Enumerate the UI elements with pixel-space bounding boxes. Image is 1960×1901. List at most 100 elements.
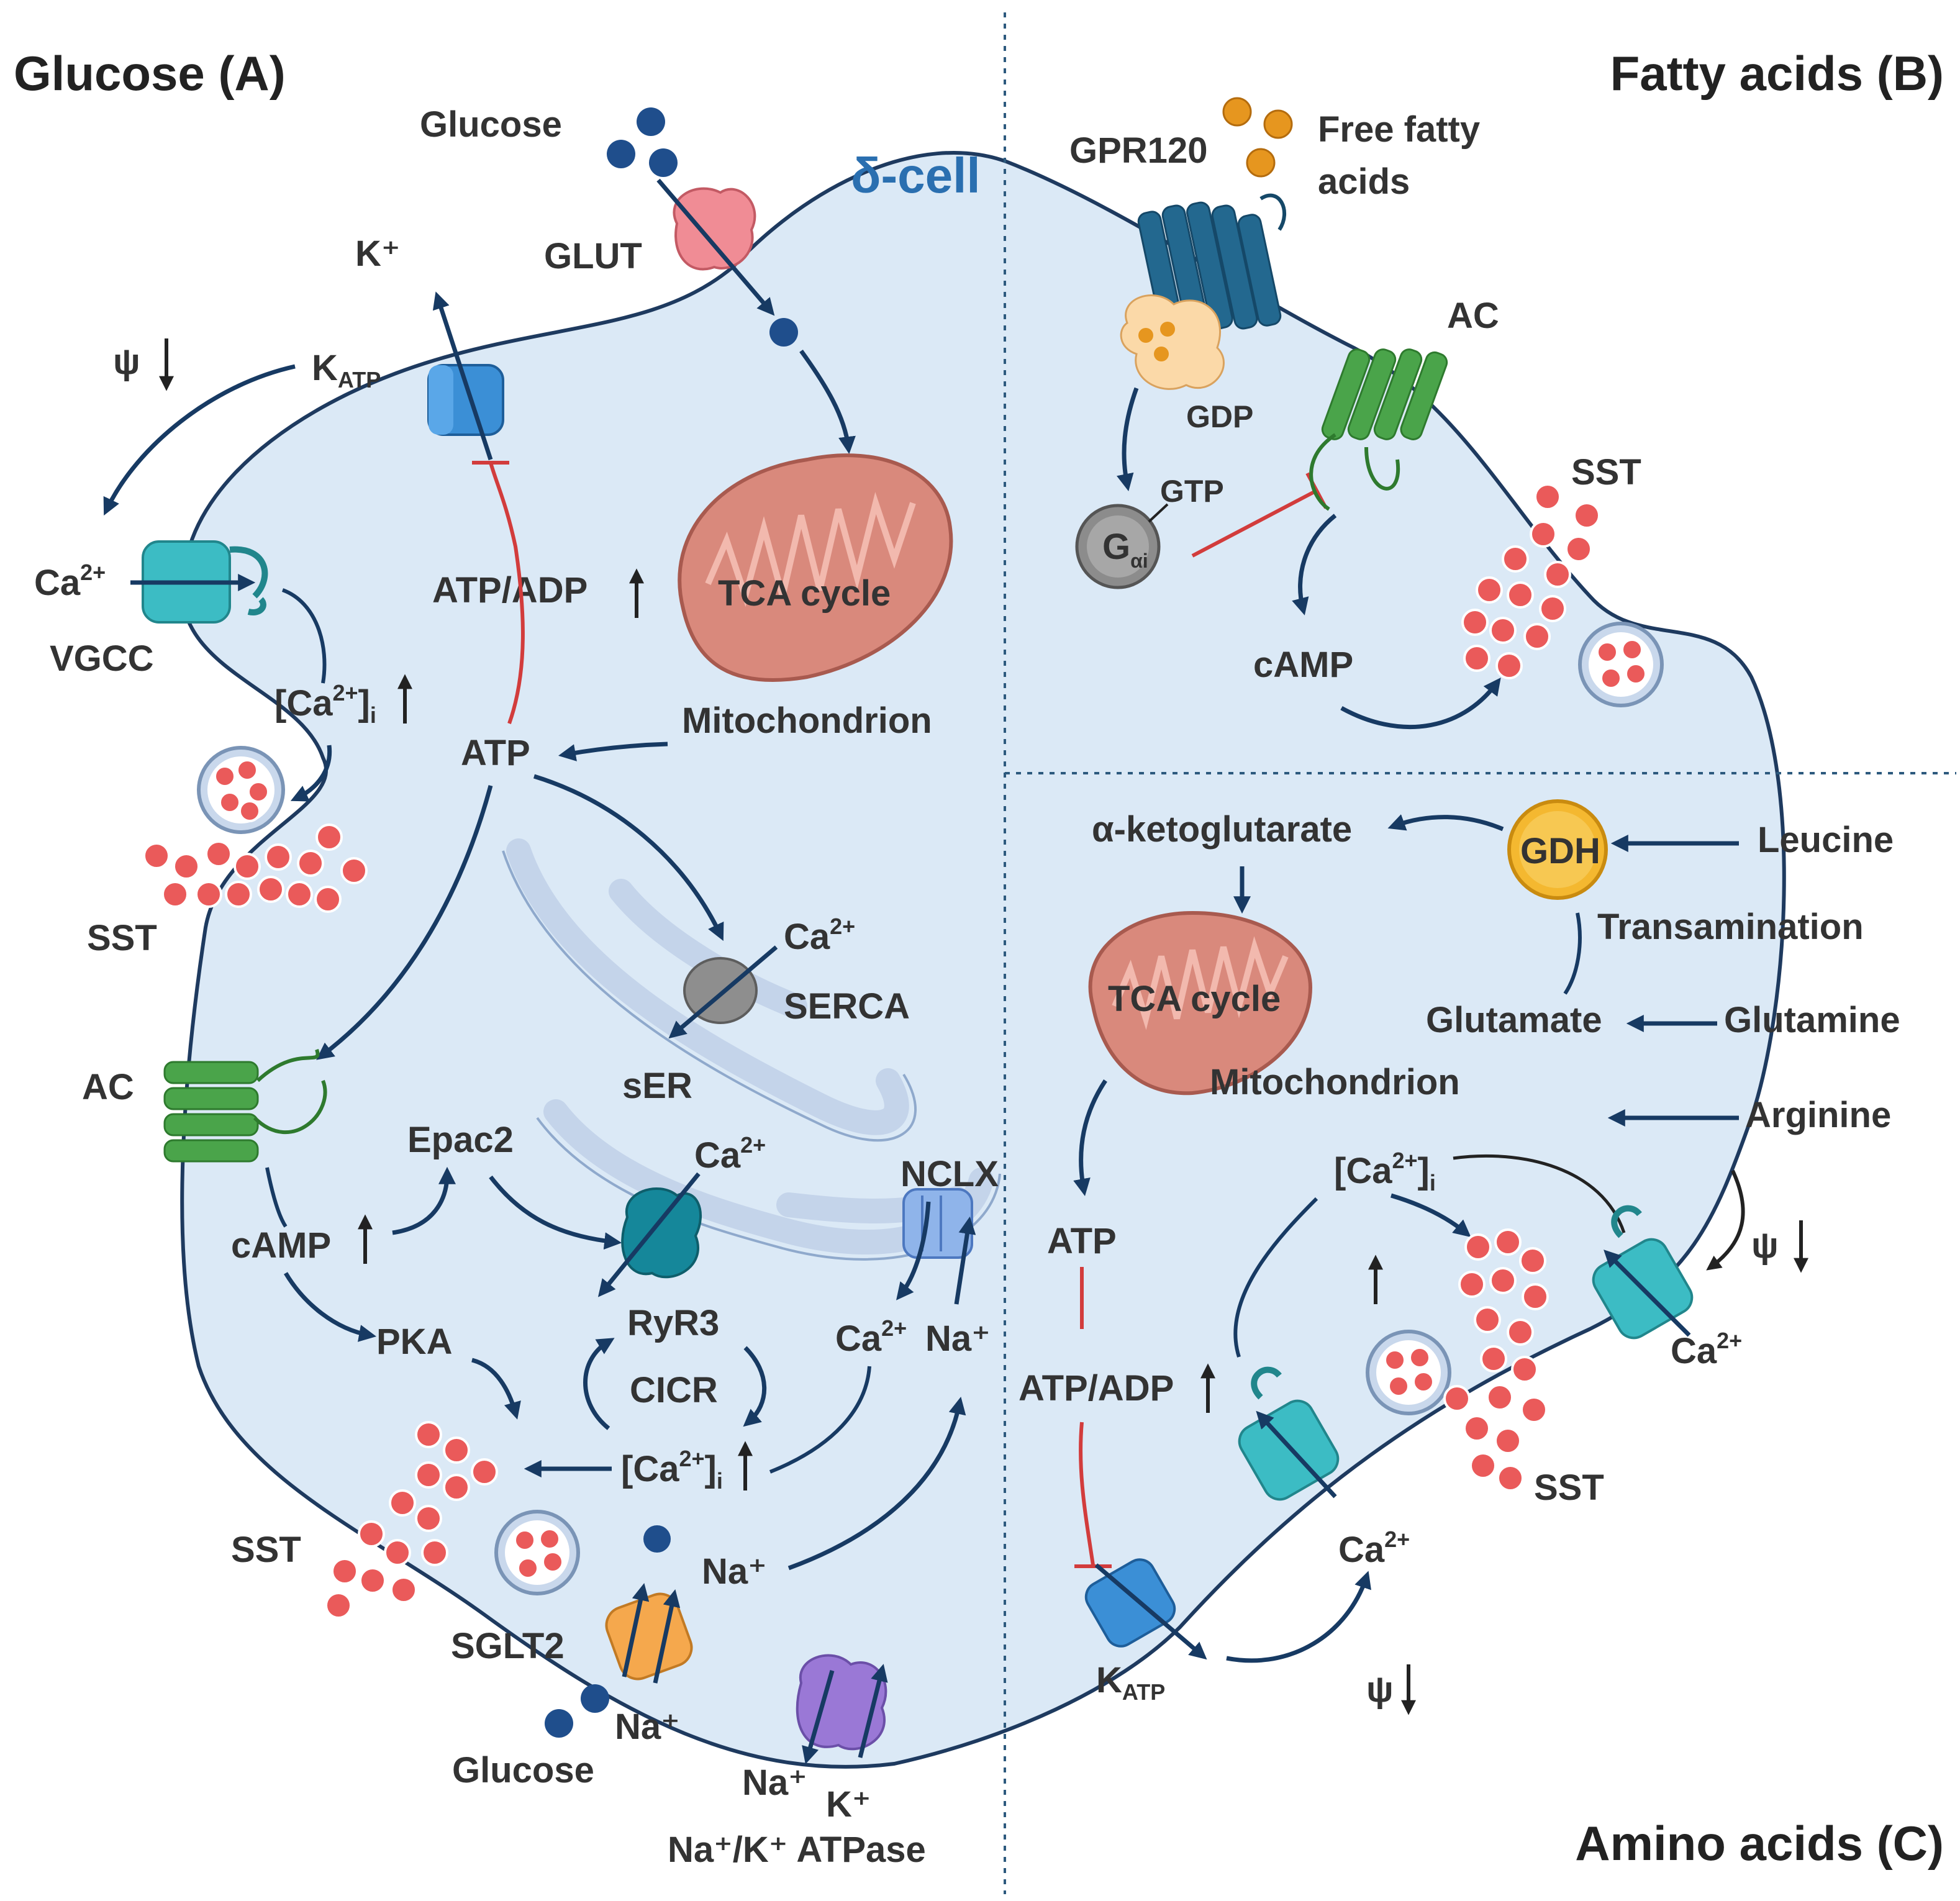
nclx-ca-out-arrow [896,1201,931,1300]
katp-to-vgcc-arrow [103,364,296,516]
ac-to-camp-arrow-a [265,1167,288,1228]
ca-label-serca: Ca2+ [784,914,855,957]
glucose-label-bottom: Glucose [452,1750,594,1790]
mito-to-atp-arrow-c [1073,1079,1107,1197]
ac-label-b: AC [1447,296,1499,336]
sst-label-a-top: SST [87,918,157,958]
katp-channel-a-icon [427,364,504,436]
psi-curve-arrow-c-right [1706,1169,1745,1271]
psi-label-c-right: ψ [1751,1225,1779,1266]
cai-label-a-top: [Ca2+]i [274,680,376,728]
gai-subunit-icon [1075,504,1161,589]
gdh-enzyme-icon [1507,799,1608,900]
ca-ion-label-a: Ca2+ [34,560,106,603]
serca-pump-icon [683,957,758,1024]
cai-to-nclx-line [769,1366,871,1474]
ryr3-ca-release-arrow [597,1172,701,1297]
epac2-label: Epac2 [407,1120,514,1160]
ac-label-a: AC [82,1067,134,1107]
epac2-to-ryr3-arrow [489,1175,622,1250]
camp-to-sst-arrow-b [1340,678,1501,730]
pka-label: PKA [376,1322,452,1362]
mito-to-atp-arrow-a [558,742,668,761]
mito-label-a: Mitochondrion [682,701,932,741]
gai-label: Gαi [1102,527,1148,572]
sst-label-c: SST [1534,1468,1604,1508]
ryr3-label: RyR3 [627,1303,719,1343]
ffa-label-line2: acids [1318,161,1410,202]
camp-label-b: cAMP [1253,645,1353,685]
atp-inhibits-katp-line-c [1079,1422,1095,1566]
serca-ca-arrow [668,945,778,1039]
sst-granules-a-bottom [325,1421,498,1619]
arginine-label: Arginine [1745,1095,1891,1135]
gdp-label: GDP [1186,399,1253,434]
mitochondrion-c-icon [1088,910,1313,1096]
glucose-molecules-bottom [545,1684,609,1738]
na-label-a-outside: Na⁺ [615,1707,680,1747]
ca-influx-arrow-c-left [1256,1410,1337,1499]
gdh-to-akg-arrow [1387,814,1504,832]
mitochondrion-a-icon [678,453,953,683]
adenylyl-cyclase-a-icon [163,1049,327,1163]
sst-granules-c [1443,1228,1549,1492]
ffa-label-line1: Free fatty [1318,109,1480,150]
glucose-entry-arrow [656,178,775,316]
gtp-connector [1148,503,1169,523]
cicr-loop-left-arrow [583,1338,615,1430]
sst-vesicle-a-bottom [494,1510,580,1595]
ca-label-ryr3: Ca2+ [694,1132,766,1176]
k-ion-label: K⁺ [355,234,401,274]
g-protein-to-gai-arrow [1116,387,1139,491]
cai-to-vesicle-arrow-a [290,745,332,802]
serca-label: SERCA [784,986,910,1027]
akg-label: α-ketoglutarate [1092,809,1352,850]
glucose-to-mito-arrow [799,349,856,455]
camp-label-a: cAMP [231,1225,331,1266]
vgcc-right-to-cai-line [1453,1154,1626,1233]
tca-label-c: TCA cycle [1108,979,1281,1019]
glucose-label-top: Glucose [420,104,562,145]
glucose-molecules-top [607,107,678,177]
sglt2-arrow-2 [653,1589,681,1684]
leucine-label: Leucine [1758,820,1894,860]
g-protein-complex-icon [1120,294,1225,390]
atp-to-ac-arrow-a [316,785,493,1060]
cell-label: δ-cell [851,148,981,203]
nclx-exchanger-icon [902,1188,973,1259]
sst-vesicle-c [1366,1330,1451,1415]
katp-to-vgcc-arrow-c [1226,1571,1371,1663]
atp-inhibits-katp-line-a [489,462,525,724]
na-k-atpase-label: Na⁺/K⁺ ATPase [668,1830,926,1870]
sst-granules-a-top [143,823,368,913]
vgcc-label: VGCC [50,638,154,679]
mito-label-c: Mitochondrion [1210,1062,1460,1102]
sst-vesicle-a-top [197,746,285,834]
camp-to-epac2-arrow [392,1166,456,1235]
ca-influx-arrow-c-right [1604,1250,1691,1337]
nclx-label: NCLX [901,1154,999,1194]
cicr-label: CICR [630,1370,718,1410]
tca-label-a: TCA cycle [718,573,891,614]
gai-inhibits-ac-line [1191,489,1318,558]
adenylyl-cyclase-b-icon [1309,348,1448,511]
gtp-label: GTP [1160,474,1224,509]
katp-c-label: KATP [1096,1660,1165,1705]
ca-label-c-right: Ca2+ [1671,1328,1742,1371]
vgcc-to-cai-arrow [281,588,327,684]
atpase-na-out-arrow [802,1670,835,1764]
pka-to-sst-arrow-a [471,1358,521,1420]
transamination-label: Transamination [1597,907,1864,947]
psi-label-c-bottom: ψ [1366,1669,1394,1710]
atp-label-c: ATP [1047,1221,1117,1261]
atp-to-serca-arrow [533,774,724,941]
gpr120-label: GPR120 [1069,130,1207,171]
katp-c-k-arrow [1094,1563,1207,1660]
cai-label-a-bottom: [Ca2+]i [621,1446,723,1494]
ca-label-c-left: Ca2+ [1338,1527,1410,1570]
sst-vesicle-b [1578,622,1664,707]
cicr-loop-right-arrow [743,1346,767,1427]
glucose-molecule-sglt2-in [643,1525,671,1553]
ac-to-camp-arrow-b [1292,514,1337,615]
